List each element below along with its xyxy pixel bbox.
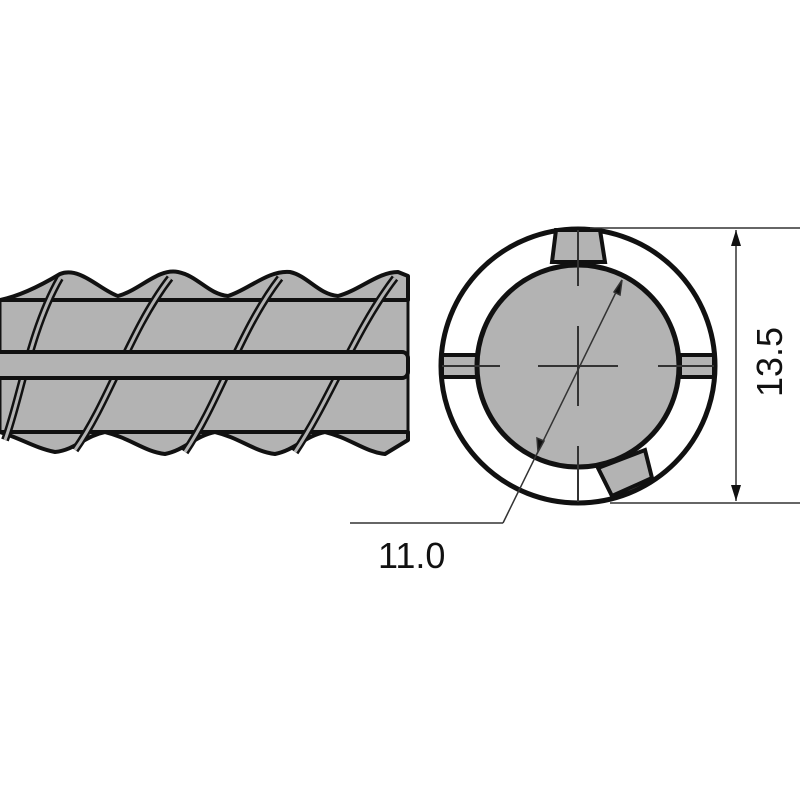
core-diameter-label: 11.0	[378, 535, 445, 576]
helical-rib-bottom	[0, 430, 410, 456]
rebar-cross-section	[438, 226, 718, 506]
dimension-outer	[590, 227, 800, 504]
rib-bottom	[595, 447, 655, 499]
longitudinal-rib	[0, 350, 410, 380]
outer-diameter-label: 13.5	[749, 327, 790, 397]
dimension-core	[350, 279, 623, 524]
center-lines	[442, 230, 714, 502]
rebar-side-view	[0, 269, 410, 456]
helical-rib-outline	[0, 269, 410, 302]
